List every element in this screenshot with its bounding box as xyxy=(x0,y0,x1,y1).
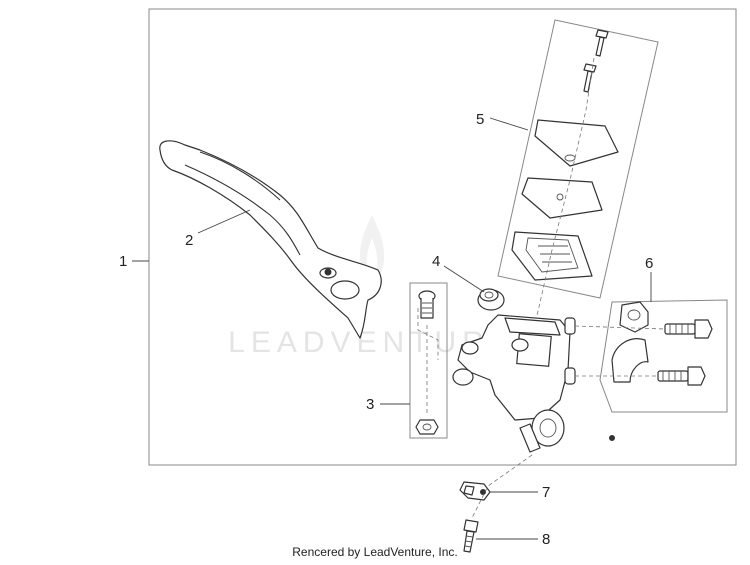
cover-plate xyxy=(521,177,603,219)
callout-4: 4 xyxy=(432,253,440,270)
pivot-group-frame xyxy=(409,282,448,439)
diaphragm-seal xyxy=(511,231,593,281)
pivot-bolt xyxy=(418,290,436,319)
callout-6: 6 xyxy=(645,255,653,272)
callout-7: 7 xyxy=(542,484,550,501)
credit-text: Rencered by LeadVenture, Inc. xyxy=(292,545,457,559)
switch-axis-line xyxy=(471,454,533,519)
callout-1: 1 xyxy=(119,253,127,270)
clamp-bolt-2 xyxy=(657,366,706,386)
brake-lever xyxy=(159,140,382,339)
clamp-bolt-1 xyxy=(664,319,713,339)
cap-screw-2 xyxy=(583,63,597,93)
callout-3: 3 xyxy=(366,396,374,413)
leader-lines xyxy=(132,117,652,540)
pivot-nut xyxy=(415,419,439,435)
master-cylinder-body xyxy=(452,314,576,453)
brake-switch xyxy=(459,481,491,501)
callout-8: 8 xyxy=(542,531,550,548)
clamp xyxy=(611,301,649,383)
reservoir-cover xyxy=(534,119,619,167)
callout-5: 5 xyxy=(476,111,484,128)
cap-group-frame xyxy=(497,19,659,299)
callout-2: 2 xyxy=(185,232,193,249)
clamp-axis-line xyxy=(574,325,666,377)
clamp-group-frame xyxy=(599,299,728,413)
cap-axis-line xyxy=(535,57,595,321)
pivot-dash-line xyxy=(417,308,439,360)
assembly-frame xyxy=(148,8,737,466)
reservoir-fitting xyxy=(477,288,505,311)
switch-screw xyxy=(463,519,479,553)
cap-screw-1 xyxy=(595,29,609,57)
reference-dot xyxy=(609,435,615,441)
